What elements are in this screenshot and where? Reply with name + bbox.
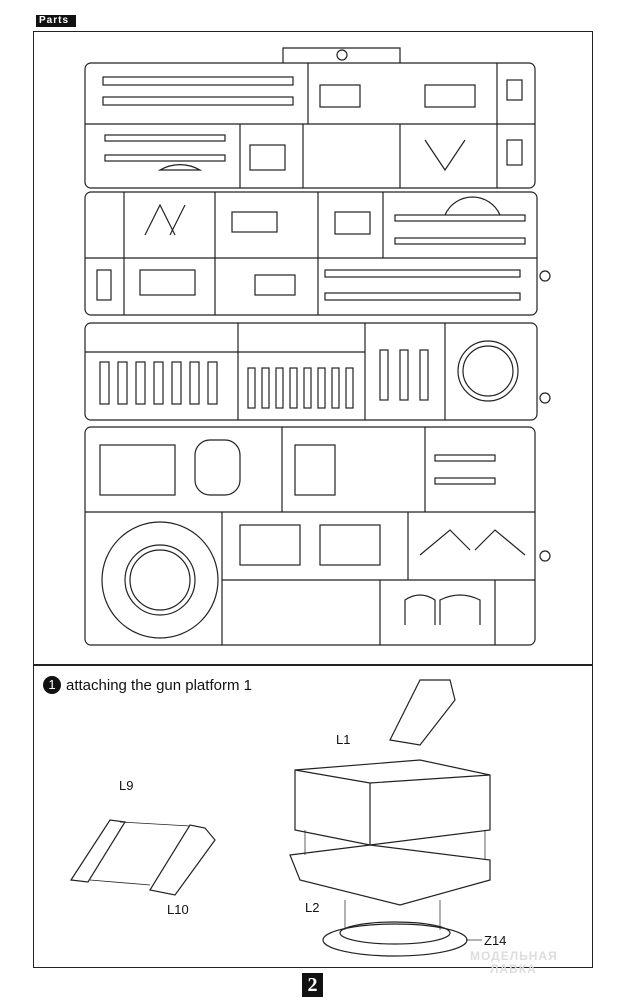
- part-label-l1: L1: [336, 732, 351, 747]
- sprue-frame-3: [84, 322, 551, 421]
- assembly-illustration: [69, 679, 491, 957]
- part-label-l9: L9: [119, 778, 134, 793]
- watermark-line-1: МОДЕЛЬНАЯ: [470, 949, 558, 963]
- section-divider: [33, 664, 593, 666]
- sprue-frame-4: [84, 426, 551, 646]
- part-label-z14: Z14: [484, 933, 507, 948]
- parts-section-label: Parts: [36, 15, 76, 27]
- step-title: attaching the gun platform 1: [66, 676, 252, 694]
- step-heading: 1 attaching the gun platform 1: [43, 676, 252, 694]
- watermark-line-2: ЛАВКА: [490, 962, 537, 976]
- page-number: 2: [302, 973, 323, 997]
- instruction-frame: [33, 31, 593, 968]
- step-number-badge: 1: [43, 676, 61, 694]
- sprue-frame-1: [84, 47, 536, 189]
- part-label-l10: L10: [167, 902, 189, 917]
- watermark: МОДЕЛЬНАЯ ЛАВКА: [470, 950, 558, 976]
- part-label-l2: L2: [305, 900, 320, 915]
- sprue-frame-2: [84, 191, 551, 316]
